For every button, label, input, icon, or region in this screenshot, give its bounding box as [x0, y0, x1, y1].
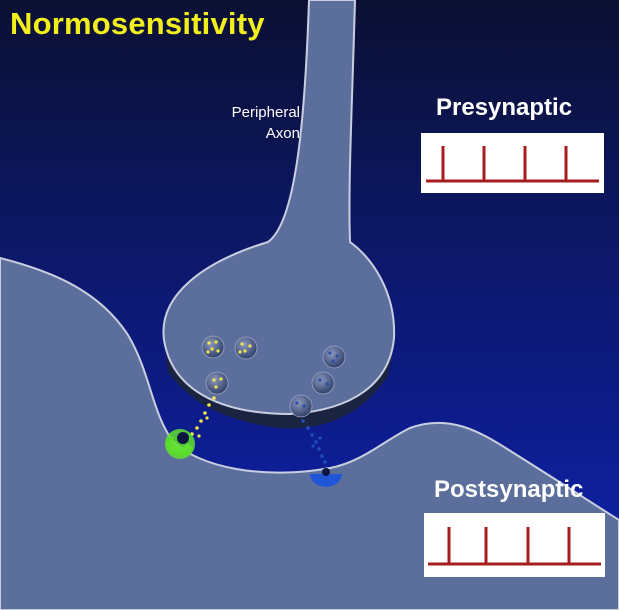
postsynaptic-trace: [424, 513, 605, 577]
presynaptic-spike-train: [426, 146, 599, 183]
yellow-transmitter-in-vesicles: [206, 340, 252, 389]
blue-transmitter-release: [301, 419, 327, 464]
vesicle-yellow-3: [205, 371, 229, 395]
blue-receptor-pocket: [322, 468, 330, 476]
postsynaptic-label: Postsynaptic: [434, 476, 584, 503]
vesicle-blue-3: [289, 394, 313, 418]
presynaptic-label: Presynaptic: [436, 94, 573, 121]
peripheral-axon: [162, 0, 396, 416]
figure-title: Normosensitivity: [10, 6, 265, 41]
postsynaptic-spike-train: [428, 527, 601, 566]
green-receptor-pocket: [177, 432, 189, 444]
blue-receptor: [310, 474, 342, 487]
vesicle-blue-2: [311, 371, 335, 395]
presynaptic-trace: [421, 133, 604, 193]
axon-label-line2: Axon: [265, 125, 300, 142]
blue-transmitter-in-vesicles: [295, 351, 339, 408]
vesicle-yellow-1: [201, 335, 225, 359]
axon-label-line1: Peripheral: [231, 104, 300, 121]
axon-label: Peripheral Axon: [195, 102, 300, 144]
vesicle-blue-1: [322, 345, 346, 369]
vesicle-yellow-2: [234, 336, 258, 360]
